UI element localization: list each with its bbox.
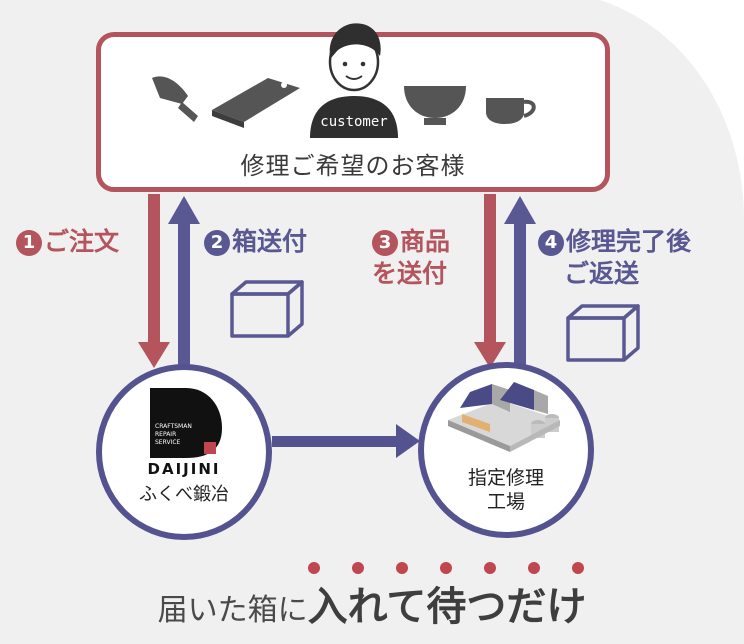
box-icon-return	[566, 304, 640, 362]
cup-icon	[486, 98, 536, 124]
step-1-text: ご注文	[44, 227, 120, 256]
step-4-number: 4	[538, 230, 564, 256]
step-2-number: 2	[204, 230, 230, 256]
arrow-box-up	[168, 196, 200, 372]
factory-label: 指定修理 工場	[467, 467, 544, 513]
tagline-part-2: 入れて待つだけ	[307, 584, 587, 630]
tagline: 届いた箱に入れて待つだけ	[0, 574, 744, 632]
arrow-return-up	[504, 196, 536, 372]
cutting-board-icon	[212, 78, 300, 128]
arrow-to-factory	[272, 424, 420, 458]
arrow-order-down	[138, 194, 170, 368]
brand-name: DAIJINI	[147, 460, 221, 478]
factory-building-icon	[448, 382, 560, 452]
step-3-number: 3	[372, 230, 398, 256]
step-1-number: 1	[16, 230, 42, 256]
step-3-text-2: を送付	[372, 259, 448, 288]
customer-badge: customer	[320, 114, 387, 130]
arrow-ship-down	[474, 194, 506, 368]
customer-avatar	[310, 23, 398, 138]
svg-text:CRAFTSMAN: CRAFTSMAN	[155, 423, 192, 430]
step-3-text-1: 商品	[400, 227, 451, 256]
step-4-text-1: 修理完了後	[566, 227, 692, 256]
box-icon	[230, 280, 304, 338]
svg-text:REPAIR: REPAIR	[155, 431, 176, 438]
step-2-text: 箱送付	[232, 227, 308, 256]
step-4-text-2: ご返送	[564, 259, 640, 288]
maker-name: ふくべ鍛冶	[139, 484, 229, 505]
rice-bowl-icon	[404, 86, 466, 125]
knife-icon	[152, 76, 198, 122]
tagline-part-1: 届いた箱に	[157, 593, 308, 628]
daijini-logo-mark: CRAFTSMAN REPAIR SERVICE	[150, 388, 222, 458]
customer-title: 修理ご希望のお客様	[240, 152, 466, 180]
svg-text:SERVICE: SERVICE	[155, 439, 181, 446]
emphasis-dots	[308, 562, 584, 574]
